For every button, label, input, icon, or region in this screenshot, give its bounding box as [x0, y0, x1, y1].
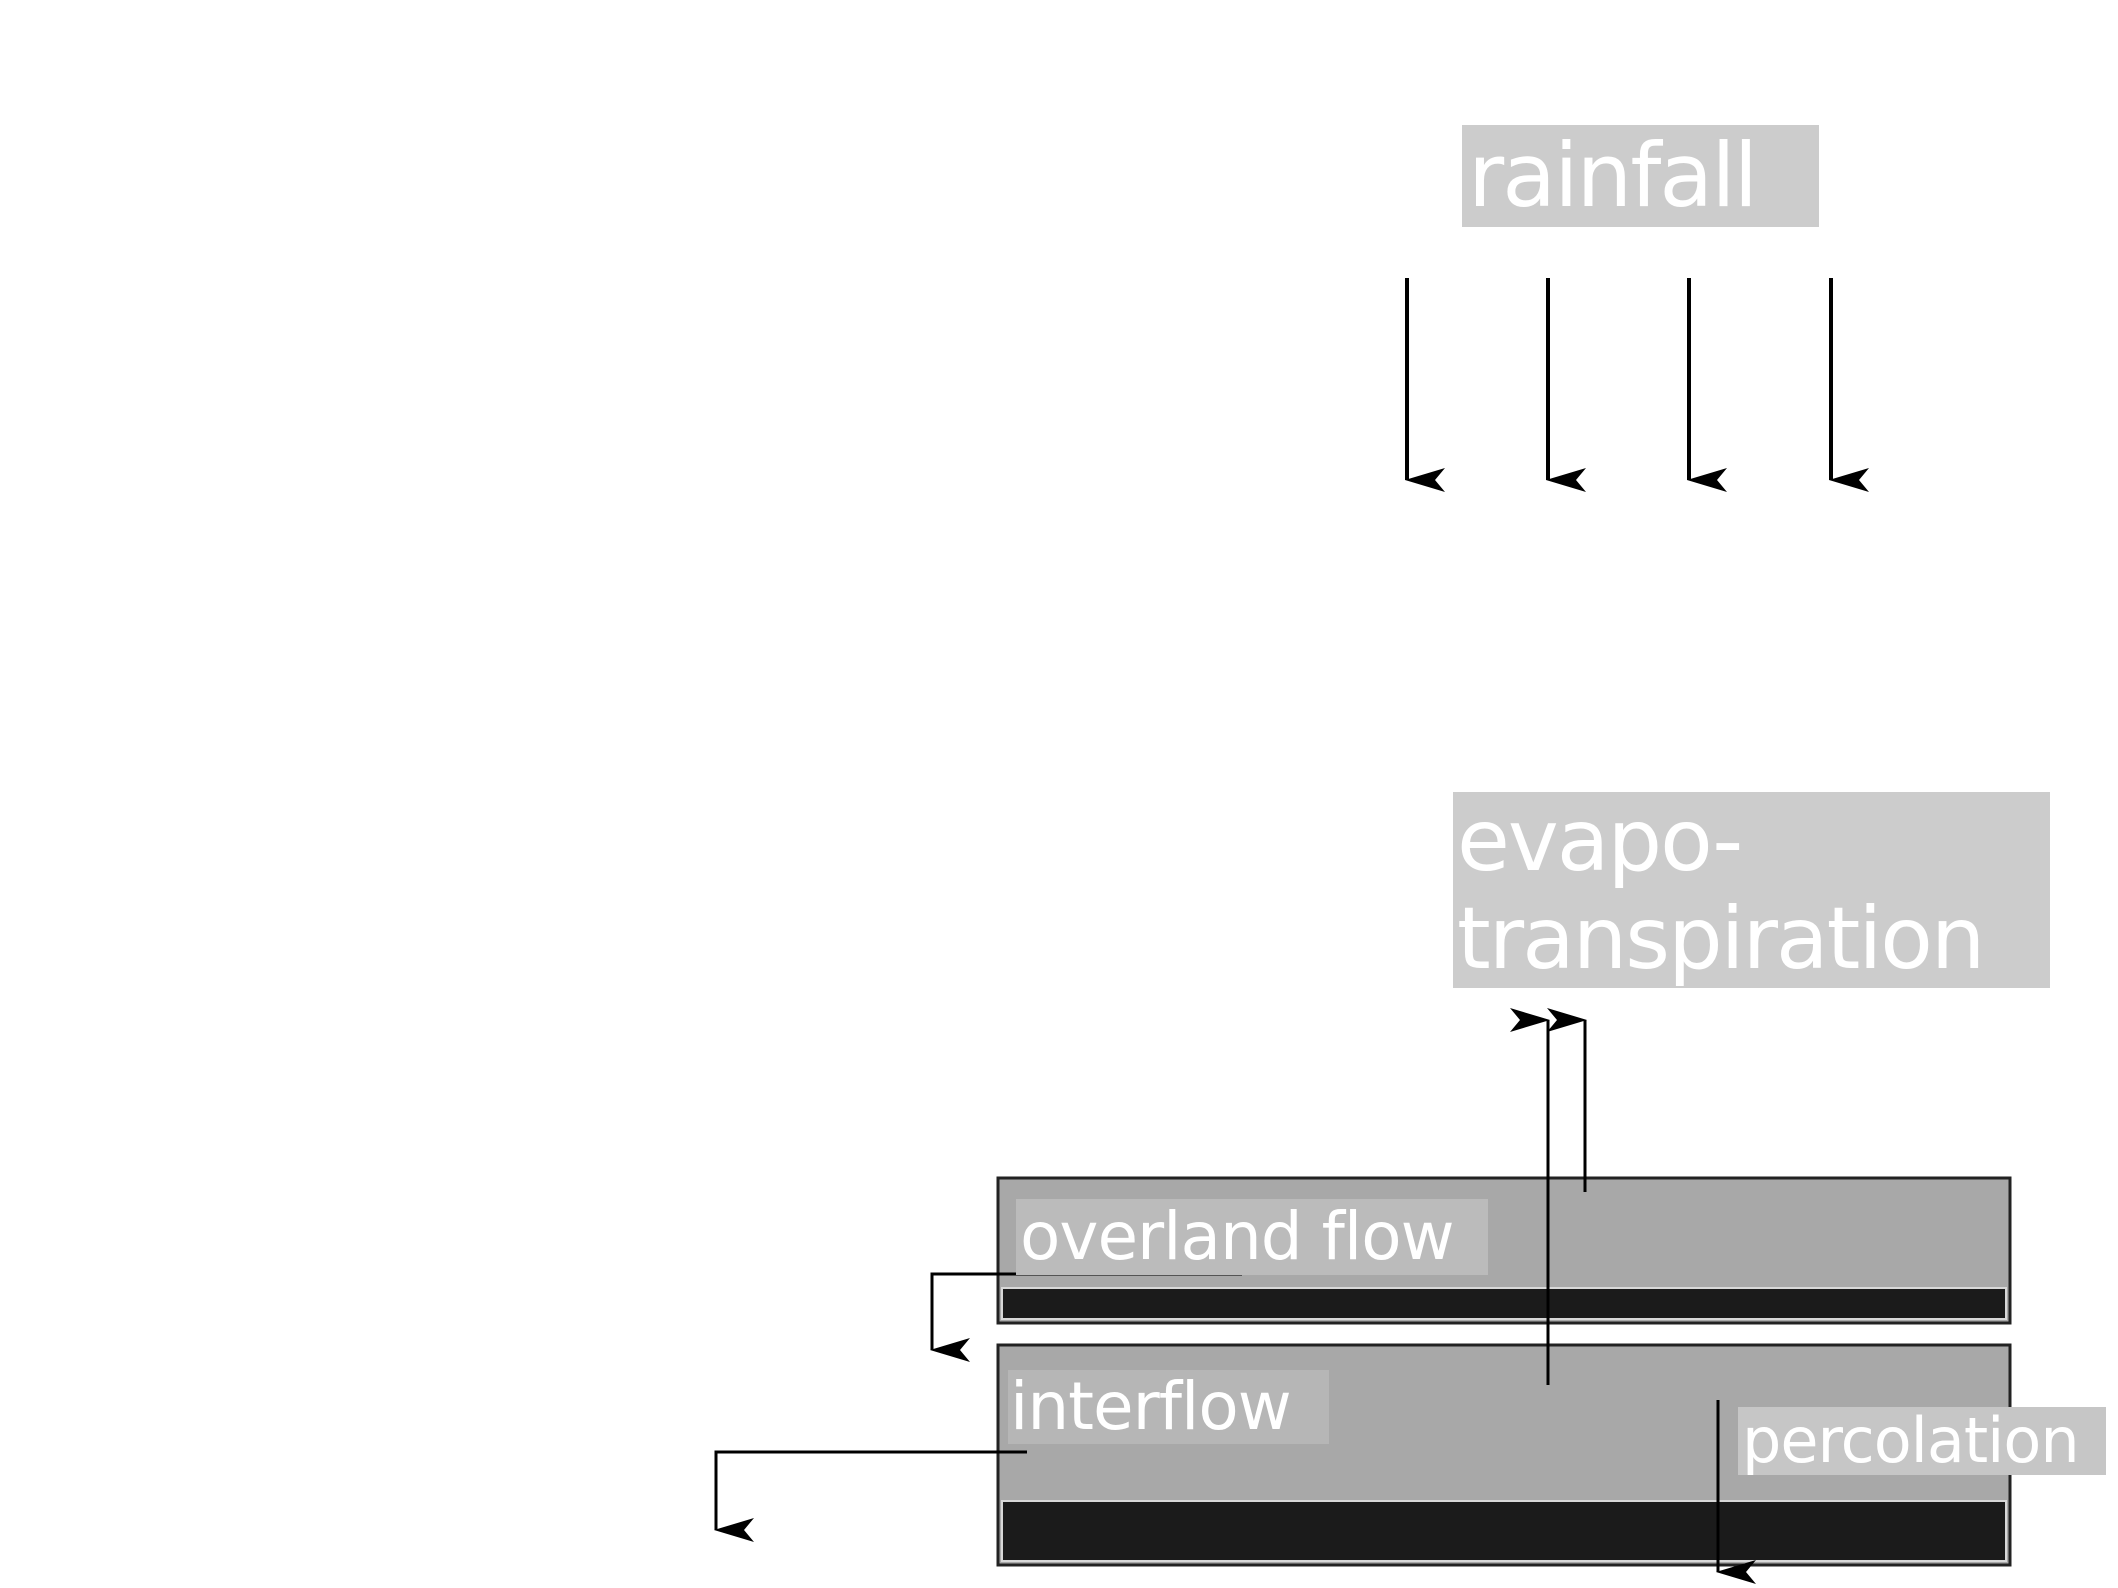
interflow-arrow [714, 1450, 1027, 1542]
lower-layer-base [1001, 1500, 2007, 1562]
rainfall-arrows [1405, 278, 1869, 492]
percolation-label: percolation [1738, 1407, 2106, 1475]
upper-layer-base [1001, 1287, 2007, 1320]
overland-flow-label: overland flow [1016, 1199, 1488, 1275]
evapotranspiration-label: evapo- transpiration [1453, 792, 2050, 988]
evapotranspiration-label-line1: evapo- [1457, 791, 1743, 891]
interflow-label: interflow [1008, 1370, 1329, 1444]
evapotranspiration-label-line2: transpiration [1457, 889, 1985, 989]
evapotranspiration-arrows [1510, 1008, 1587, 1385]
rainfall-label: rainfall [1462, 125, 1819, 227]
